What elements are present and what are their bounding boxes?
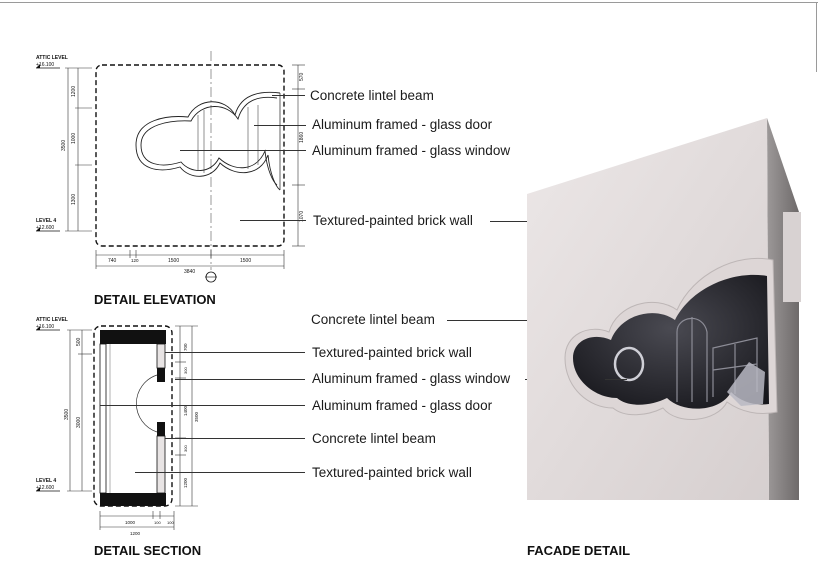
elevation-dim-left-1: 1200 — [71, 86, 77, 97]
elevation-callout-brick-wall: Textured-painted brick wall — [313, 213, 473, 228]
section-bottom-slab — [100, 493, 166, 506]
elevation-leader-brick-right — [490, 221, 550, 222]
section-leader-2 — [175, 379, 305, 380]
elevation-wall-outline — [95, 64, 285, 247]
section-dim-right-5: 1200 — [183, 477, 188, 488]
section-callout-brick-wall-1: Textured-painted brick wall — [312, 345, 472, 360]
elevation-dim-right-1: 570 — [299, 72, 305, 81]
elevation-level-bottom-marker: LEVEL 4 +12.600 — [36, 218, 60, 232]
facade-detail-title: FACADE DETAIL — [527, 543, 631, 558]
elevation-dim-bottom-1: 740 — [108, 258, 117, 264]
sheet-border-right — [816, 2, 817, 72]
elevation-dim-right-2: 1860 — [299, 132, 305, 143]
section-dim-right-2: 300 — [183, 367, 188, 374]
elevation-level-top-value: +16.100 — [36, 62, 54, 68]
detail-elevation-title: DETAIL ELEVATION — [94, 292, 216, 307]
section-top-slab — [100, 330, 166, 344]
elevation-callout-glass-window: Aluminum framed - glass window — [312, 143, 511, 158]
elevation-dim-bottom-3: 1500 — [168, 258, 179, 264]
elevation-leader-2 — [254, 125, 306, 126]
section-door-swing — [136, 374, 158, 433]
elevation-dim-left-2: 1000 — [71, 133, 77, 144]
elevation-dim-left-3: 1300 — [71, 194, 77, 205]
section-level-top-marker: ATTIC LEVEL +16.100 — [36, 317, 68, 331]
facade-leader-right — [605, 379, 627, 380]
facade-glass-ring — [613, 346, 645, 382]
section-dims-left — [67, 329, 92, 492]
section-leader-4 — [165, 438, 305, 439]
elevation-dims-bottom — [95, 250, 285, 269]
section-leader-1 — [165, 352, 305, 353]
facade-render — [527, 118, 801, 500]
section-dim-right-1: 700 — [183, 343, 188, 351]
elevation-leader-1 — [272, 95, 305, 96]
elevation-level-top-marker: ATTIC LEVEL +16.100 — [36, 55, 68, 69]
section-callout-concrete-lintel-2: Concrete lintel beam — [312, 431, 436, 446]
section-leader-3 — [100, 405, 305, 406]
section-callout-brick-wall-2: Textured-painted brick wall — [312, 465, 472, 480]
section-dim-bottom-total: 1200 — [130, 531, 141, 536]
section-level-bottom-value: +12.600 — [36, 485, 54, 491]
section-callout-concrete-lintel-1: Concrete lintel beam — [311, 312, 435, 327]
section-dims-bottom — [99, 511, 175, 530]
section-dim-bottom-3: 100 — [167, 520, 174, 525]
section-dim-right-4: 300 — [183, 445, 188, 452]
sheet-border-top — [0, 2, 818, 3]
elevation-level-bottom-name: LEVEL 4 — [36, 218, 56, 224]
elevation-level-bottom-value: +12.600 — [36, 225, 54, 231]
elevation-dims-left — [65, 67, 92, 232]
elevation-dim-bottom-4: 1500 — [240, 258, 251, 264]
section-lintel-bottom — [156, 435, 166, 494]
facade-side-element — [783, 212, 801, 302]
section-lintel-top — [156, 343, 166, 369]
section-leader-5 — [135, 472, 305, 473]
elevation-callout-concrete-lintel: Concrete lintel beam — [310, 88, 434, 103]
elevation-dim-right-3: 1070 — [299, 211, 305, 222]
section-level-top-value: +16.100 — [36, 324, 54, 330]
detail-section-drawing: ATTIC LEVEL +16.100 LEVEL 4 +12.600 3500… — [36, 317, 199, 536]
section-dim-right-3: 1400 — [183, 405, 188, 416]
elevation-cloud-opening — [135, 91, 281, 191]
section-dim-left-1: 500 — [76, 337, 82, 346]
detail-section-title: DETAIL SECTION — [94, 543, 202, 558]
section-callout-glass-window: Aluminum framed - glass window — [312, 371, 511, 386]
section-dim-bottom-2: 100 — [154, 520, 161, 525]
section-callout-glass-door: Aluminum framed - glass door — [312, 398, 493, 413]
section-dim-left-2: 3000 — [76, 417, 82, 428]
section-dim-bottom-1: 1000 — [125, 520, 136, 525]
section-dim-right-total: 3500 — [194, 411, 199, 422]
elevation-dim-bottom-2: 120 — [131, 258, 139, 263]
section-level-bottom-marker: LEVEL 4 +12.600 — [36, 478, 60, 492]
section-level-bottom-name: LEVEL 4 — [36, 478, 56, 484]
elevation-leader-4 — [240, 220, 306, 221]
elevation-leader-3 — [180, 150, 306, 151]
section-level-top-name: ATTIC LEVEL — [36, 317, 68, 323]
facade-cloud-opening — [573, 274, 769, 409]
section-dim-left-total: 3500 — [64, 409, 70, 420]
section-left-wall — [99, 343, 107, 494]
section-beam-top — [157, 368, 165, 382]
elevation-dim-bottom-total: 3840 — [184, 269, 195, 275]
elevation-dim-left-total: 3500 — [61, 140, 67, 151]
elevation-callout-glass-door: Aluminum framed - glass door — [312, 117, 493, 132]
section-beam-bottom — [157, 422, 165, 436]
detail-elevation-drawing: ATTIC LEVEL +16.100 LEVEL 4 +12.600 3500… — [36, 51, 305, 283]
elevation-level-top-name: ATTIC LEVEL — [36, 55, 68, 61]
facade-interior-light — [727, 362, 765, 406]
